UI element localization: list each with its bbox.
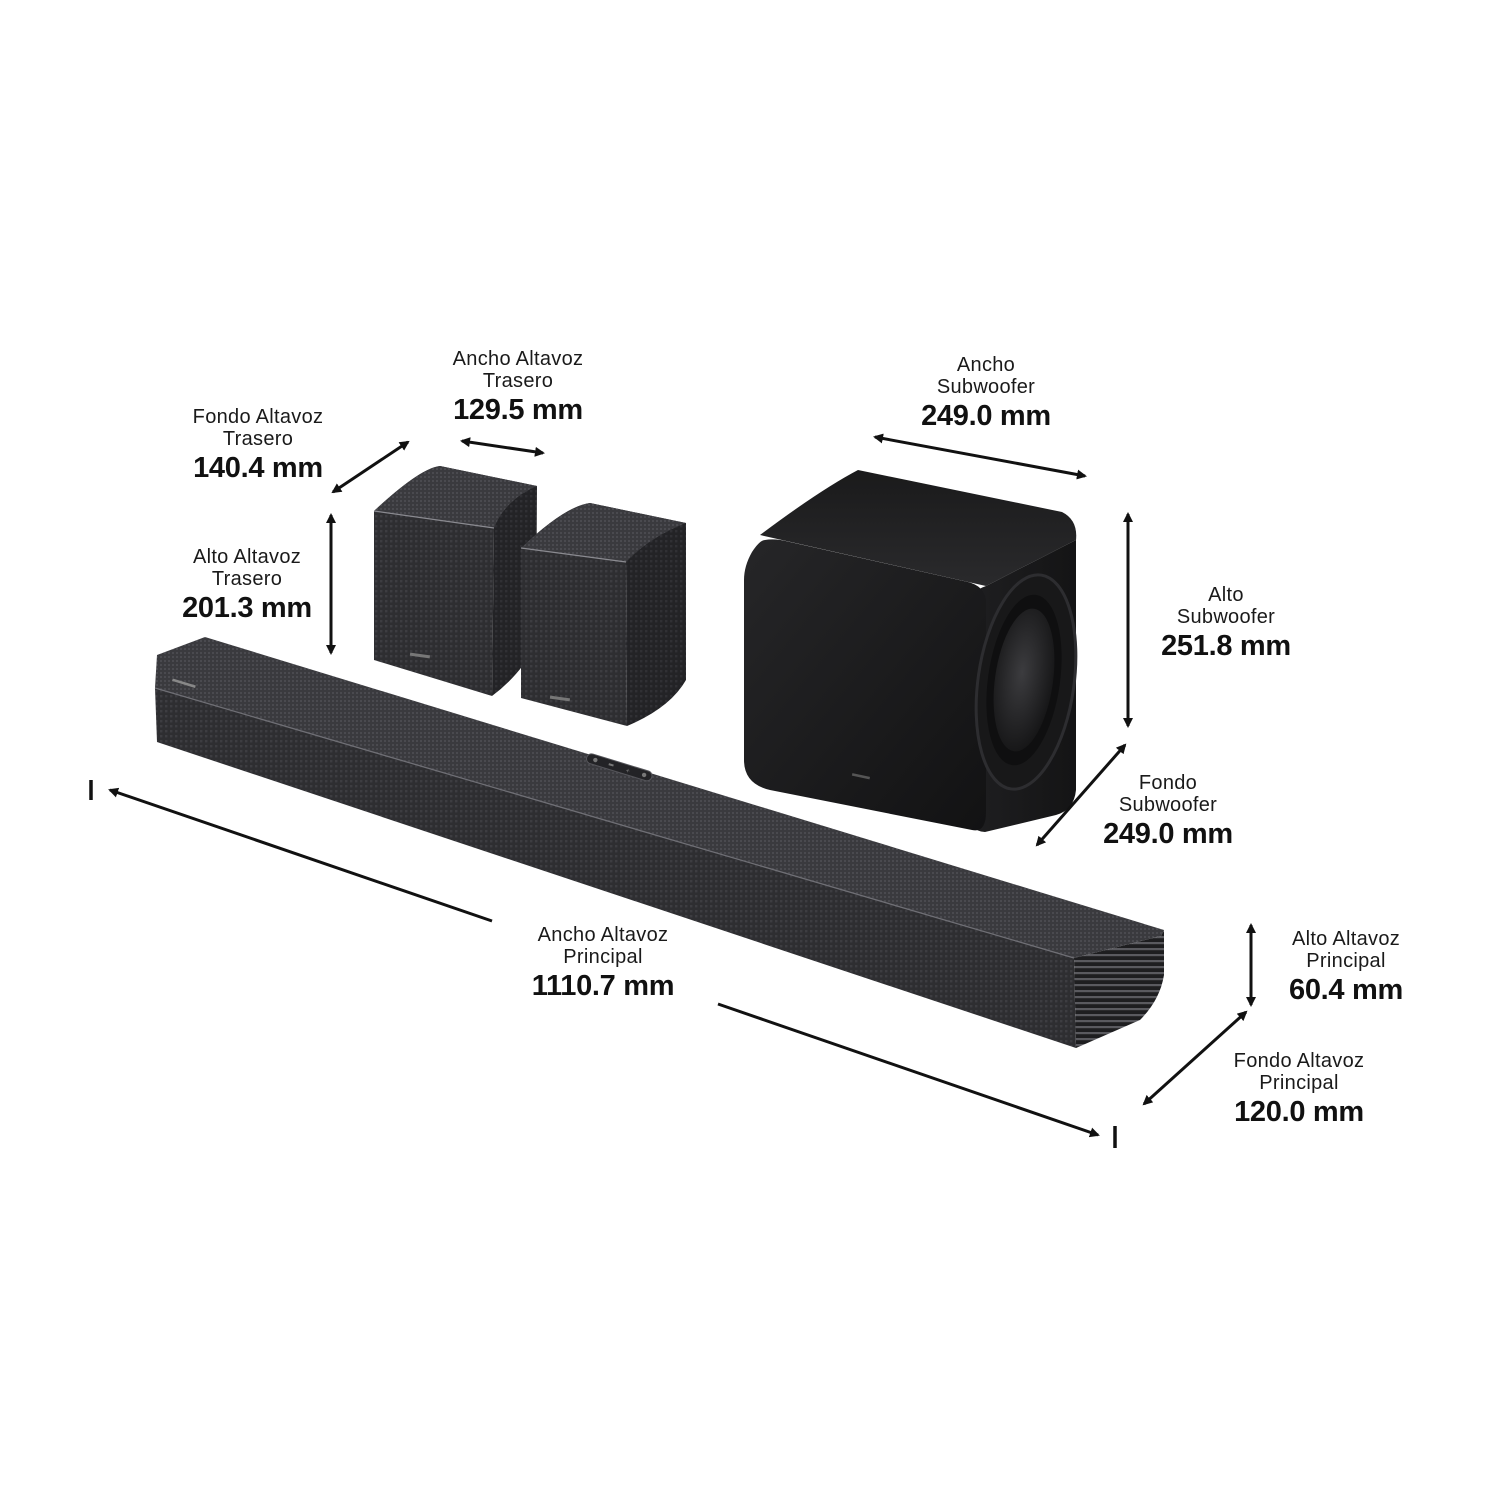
main-width-arrow-right: [717, 1002, 1100, 1138]
rear-width-name-2: Trasero: [482, 370, 554, 393]
rear-depth-label: Fondo Altavoz Trasero 140.4 mm: [158, 406, 358, 484]
sub-height-label: Alto Subwoofer 251.8 mm: [1126, 584, 1326, 662]
brand-logo: [409, 652, 431, 659]
sub-width-value: 249.0 mm: [921, 399, 1051, 432]
sub-width-name-2: Subwoofer: [936, 376, 1036, 399]
soundbar-control-panel: +: [586, 753, 653, 782]
main-width-name-2: Principal: [563, 946, 643, 969]
rear-width-value: 129.5 mm: [453, 393, 583, 426]
sub-height-name-1: Alto: [1208, 584, 1244, 606]
sub-height-name-2: Subwoofer: [1176, 606, 1276, 629]
sub-depth-arrow: [1035, 743, 1127, 847]
sub-depth-name-2: Subwoofer: [1118, 794, 1218, 817]
rear-width-name-1: Ancho Altavoz: [452, 348, 584, 370]
rear-width-label: Ancho Altavoz Trasero 129.5 mm: [418, 348, 618, 426]
main-depth-name-2: Principal: [1259, 1072, 1339, 1095]
sub-depth-name-1: Fondo: [1138, 772, 1198, 794]
rear-height-label: Alto Altavoz Trasero 201.3 mm: [147, 546, 347, 624]
main-depth-arrow: [1142, 1010, 1248, 1106]
subwoofer: [744, 470, 1078, 832]
sub-width-name-1: Ancho: [956, 354, 1016, 376]
rear-height-name-1: Alto Altavoz: [192, 546, 302, 568]
rear-depth-name-1: Fondo Altavoz: [192, 406, 324, 428]
brand-logo: [549, 695, 571, 702]
main-depth-value: 120.0 mm: [1234, 1095, 1364, 1128]
rear-speaker-right: [520, 503, 686, 726]
main-height-name-2: Principal: [1306, 950, 1386, 973]
rear-height-name-2: Trasero: [211, 568, 283, 591]
power-button-icon: [593, 757, 598, 763]
volume-down-icon: [608, 763, 614, 767]
sub-width-arrow: [873, 433, 1087, 480]
main-depth-label: Fondo Altavoz Principal 120.0 mm: [1199, 1050, 1399, 1128]
sub-height-value: 251.8 mm: [1161, 629, 1291, 662]
main-height-name-1: Alto Altavoz: [1291, 928, 1401, 950]
dimension-arrows: [89, 433, 1256, 1148]
main-width-name-1: Ancho Altavoz: [537, 924, 669, 946]
rear-width-arrow: [460, 437, 545, 457]
soundbar: +: [154, 637, 1164, 1048]
main-height-value: 60.4 mm: [1289, 973, 1403, 1006]
main-width-value: 1110.7 mm: [531, 969, 675, 1002]
sub-depth-label: Fondo Subwoofer 249.0 mm: [1068, 772, 1268, 850]
sub-depth-value: 249.0 mm: [1103, 817, 1233, 850]
source-button-icon: [641, 772, 647, 778]
volume-up-icon: +: [624, 767, 630, 775]
rear-depth-arrow: [331, 440, 410, 494]
rear-speaker-left: [373, 466, 537, 696]
rear-height-value: 201.3 mm: [182, 591, 312, 624]
brand-logo: [172, 678, 196, 688]
main-height-label: Alto Altavoz Principal 60.4 mm: [1246, 928, 1446, 1006]
main-width-arrow-left: [108, 787, 493, 923]
main-width-label: Ancho Altavoz Principal 1110.7 mm: [503, 924, 703, 1002]
rear-depth-name-2: Trasero: [222, 428, 294, 451]
main-depth-name-1: Fondo Altavoz: [1233, 1050, 1365, 1072]
rear-depth-value: 140.4 mm: [193, 451, 323, 484]
sub-width-label: Ancho Subwoofer 249.0 mm: [886, 354, 1086, 432]
brand-logo: [851, 773, 871, 780]
